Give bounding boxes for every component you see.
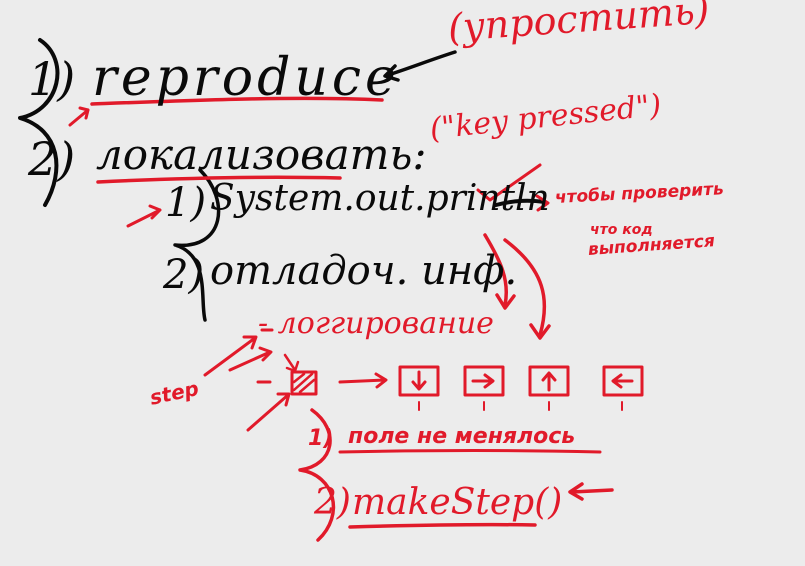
hatched-square-icon (290, 370, 318, 396)
check-note-line2: что код (590, 222, 653, 238)
arrow-step-3 (246, 392, 291, 432)
sub2-number: 2) (163, 252, 205, 298)
item2-number: 2) (28, 132, 76, 186)
sub2-text: отладоч. инф. (210, 248, 518, 294)
black-brace-sub (173, 168, 221, 322)
arrow-step-2 (228, 346, 273, 372)
tick-key-pressed (476, 163, 542, 202)
arrow-step-4 (283, 353, 300, 373)
arrow-up-box-icon (528, 365, 570, 411)
arrow-simplify (386, 50, 457, 77)
item1-text: reproduce (92, 48, 400, 108)
arrow-to-sub1 (126, 204, 162, 228)
arrow-left-box-icon (602, 365, 644, 411)
field-number: 1) (308, 426, 334, 451)
item1-number: 1) (28, 52, 76, 106)
arrow-down-1 (483, 233, 508, 307)
arrow-right-box-icon (463, 365, 505, 411)
black-brace (18, 38, 60, 207)
field-text: поле не менялось (348, 424, 576, 449)
arrow-down-2 (503, 238, 547, 337)
underline-field (338, 449, 602, 454)
makestep-text: makeStep() (352, 482, 563, 523)
item2-text: локализовать: (96, 130, 427, 179)
arrow-down-box-icon (398, 365, 440, 411)
underline-reproduce (90, 96, 384, 106)
red-brace (298, 408, 336, 542)
arrow-to-note (494, 198, 547, 207)
makestep-number: 2) (314, 482, 351, 523)
arrow-step-1 (203, 335, 258, 377)
underline-item2 (96, 175, 342, 184)
underline-makestep (348, 522, 537, 529)
sub1-text: System.out.println (210, 178, 550, 219)
arrow-to-reproduce (68, 106, 90, 127)
sub1-number: 1) (165, 180, 207, 226)
arrow-to-makestep (568, 482, 614, 501)
logging-note: - логгирование (258, 306, 494, 341)
